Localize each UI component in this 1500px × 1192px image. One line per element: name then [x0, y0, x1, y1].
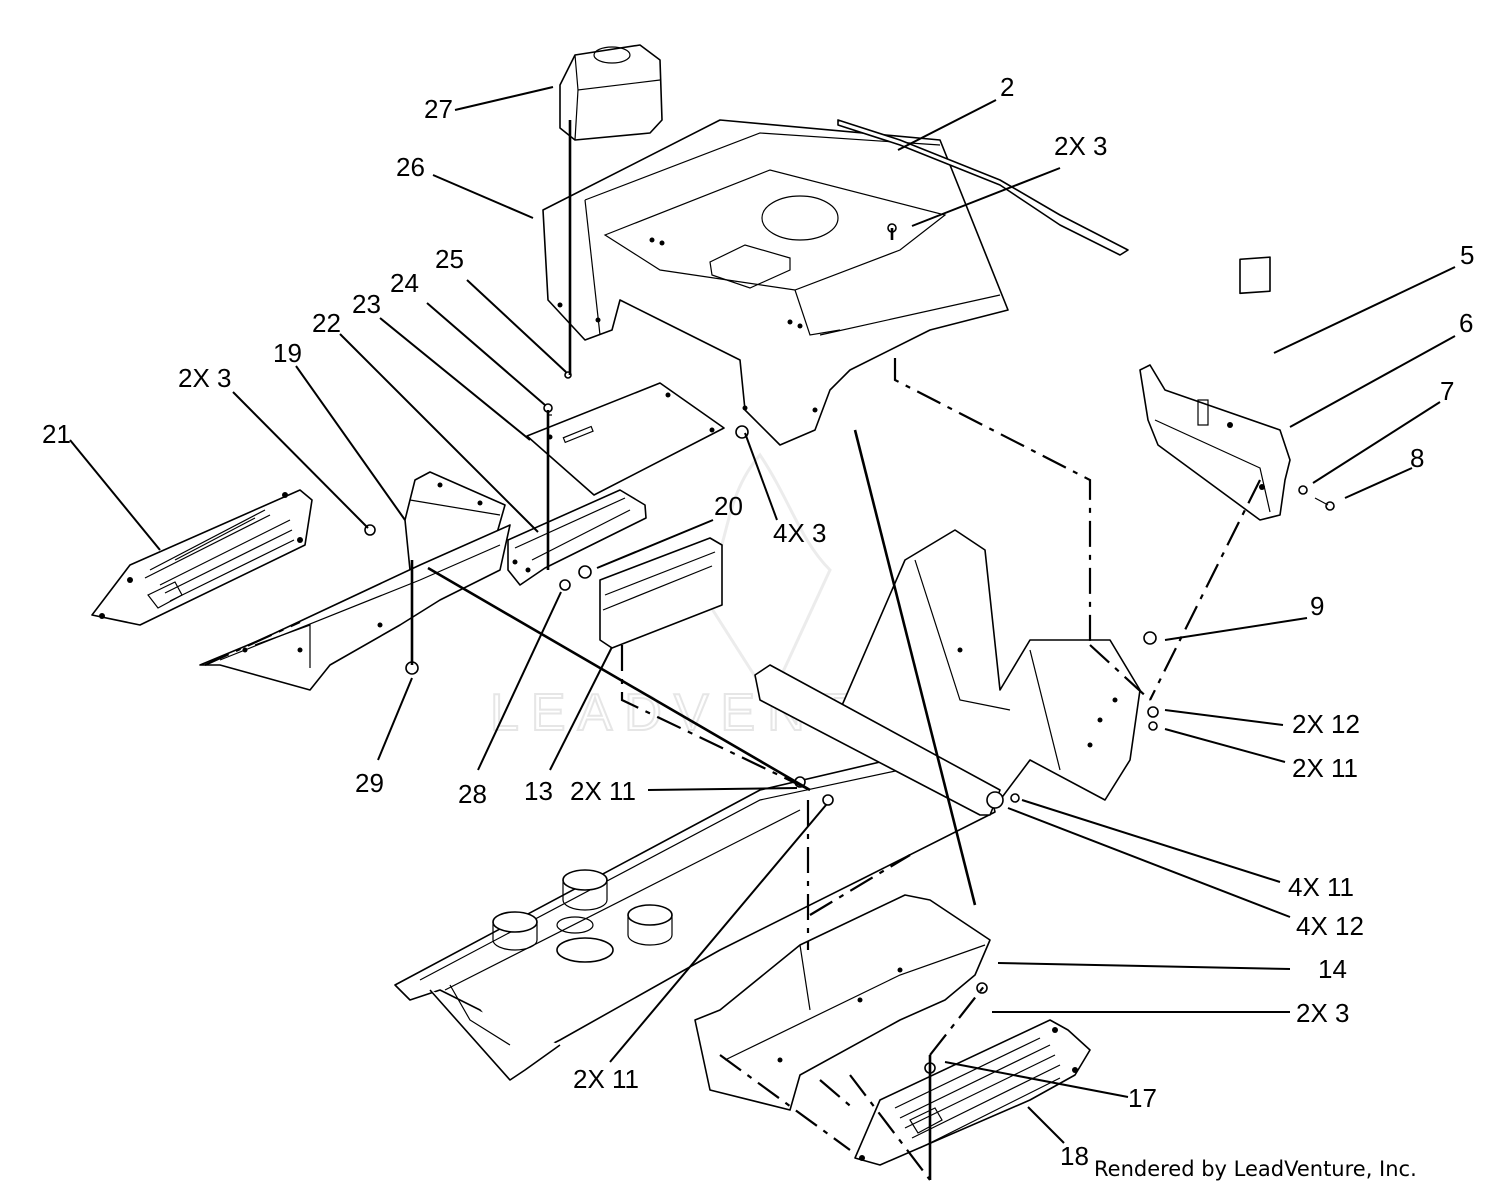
part-27-cap[interactable] — [559, 44, 663, 141]
callout-2x11-right: 2X 11 — [1292, 753, 1358, 783]
callout-2x3-top: 2X 3 — [1054, 131, 1108, 161]
callout-5: 5 — [1460, 240, 1474, 270]
callout-2x11-mid: 2X 11 — [570, 776, 636, 806]
callout-2x3-left: 2X 3 — [178, 363, 232, 393]
callout-2: 2 — [1000, 72, 1014, 102]
part-6-cover[interactable] — [1139, 364, 1291, 521]
callout-23: 23 — [352, 289, 381, 319]
part-18-mat[interactable] — [854, 1019, 1091, 1166]
callout-labels: 27 2 26 2X 3 25 24 23 22 19 2X 3 21 5 6 … — [42, 72, 1474, 1171]
callout-25: 25 — [435, 244, 464, 274]
callout-6: 6 — [1459, 308, 1473, 338]
part-23-plate[interactable] — [526, 382, 725, 496]
left-floor-pan[interactable] — [199, 524, 511, 691]
callout-19: 19 — [273, 338, 302, 368]
part-14-floor-pan[interactable] — [694, 894, 991, 1111]
part-2-decal[interactable] — [837, 119, 1129, 256]
callout-26: 26 — [396, 152, 425, 182]
main-frame[interactable] — [394, 529, 1141, 1081]
part-20-channel[interactable] — [599, 537, 723, 649]
callout-2x11-bottom: 2X 11 — [573, 1064, 639, 1094]
callout-8: 8 — [1410, 443, 1424, 473]
credit-text: Rendered by LeadVenture, Inc. — [1094, 1157, 1417, 1181]
callout-13: 13 — [524, 776, 553, 806]
callout-24: 24 — [390, 268, 419, 298]
callout-4x12: 4X 12 — [1296, 911, 1364, 941]
frame-cylinders — [492, 869, 673, 963]
callout-2x3-bottom: 2X 3 — [1296, 998, 1350, 1028]
part-8-screw[interactable] — [1314, 497, 1335, 511]
callout-18: 18 — [1060, 1141, 1089, 1171]
part-5-decal[interactable] — [1239, 256, 1271, 295]
part-22-bracket[interactable] — [507, 489, 647, 586]
callout-29: 29 — [355, 768, 384, 798]
part-26-hood[interactable] — [542, 119, 1009, 446]
callout-21: 21 — [42, 419, 71, 449]
leader-lines — [69, 86, 1456, 1144]
callout-9: 9 — [1310, 591, 1324, 621]
callout-4x3: 4X 3 — [773, 518, 827, 548]
callout-20: 20 — [714, 491, 743, 521]
part-21-mat[interactable] — [91, 489, 313, 626]
callout-17: 17 — [1128, 1083, 1157, 1113]
part-7-washer[interactable] — [1298, 485, 1308, 495]
callout-22: 22 — [312, 308, 341, 338]
callout-14: 14 — [1318, 954, 1347, 984]
callout-4x11: 4X 11 — [1288, 872, 1354, 902]
callout-2x12: 2X 12 — [1292, 709, 1360, 739]
callout-28: 28 — [458, 779, 487, 809]
callout-27: 27 — [424, 94, 453, 124]
callout-7: 7 — [1440, 376, 1454, 406]
